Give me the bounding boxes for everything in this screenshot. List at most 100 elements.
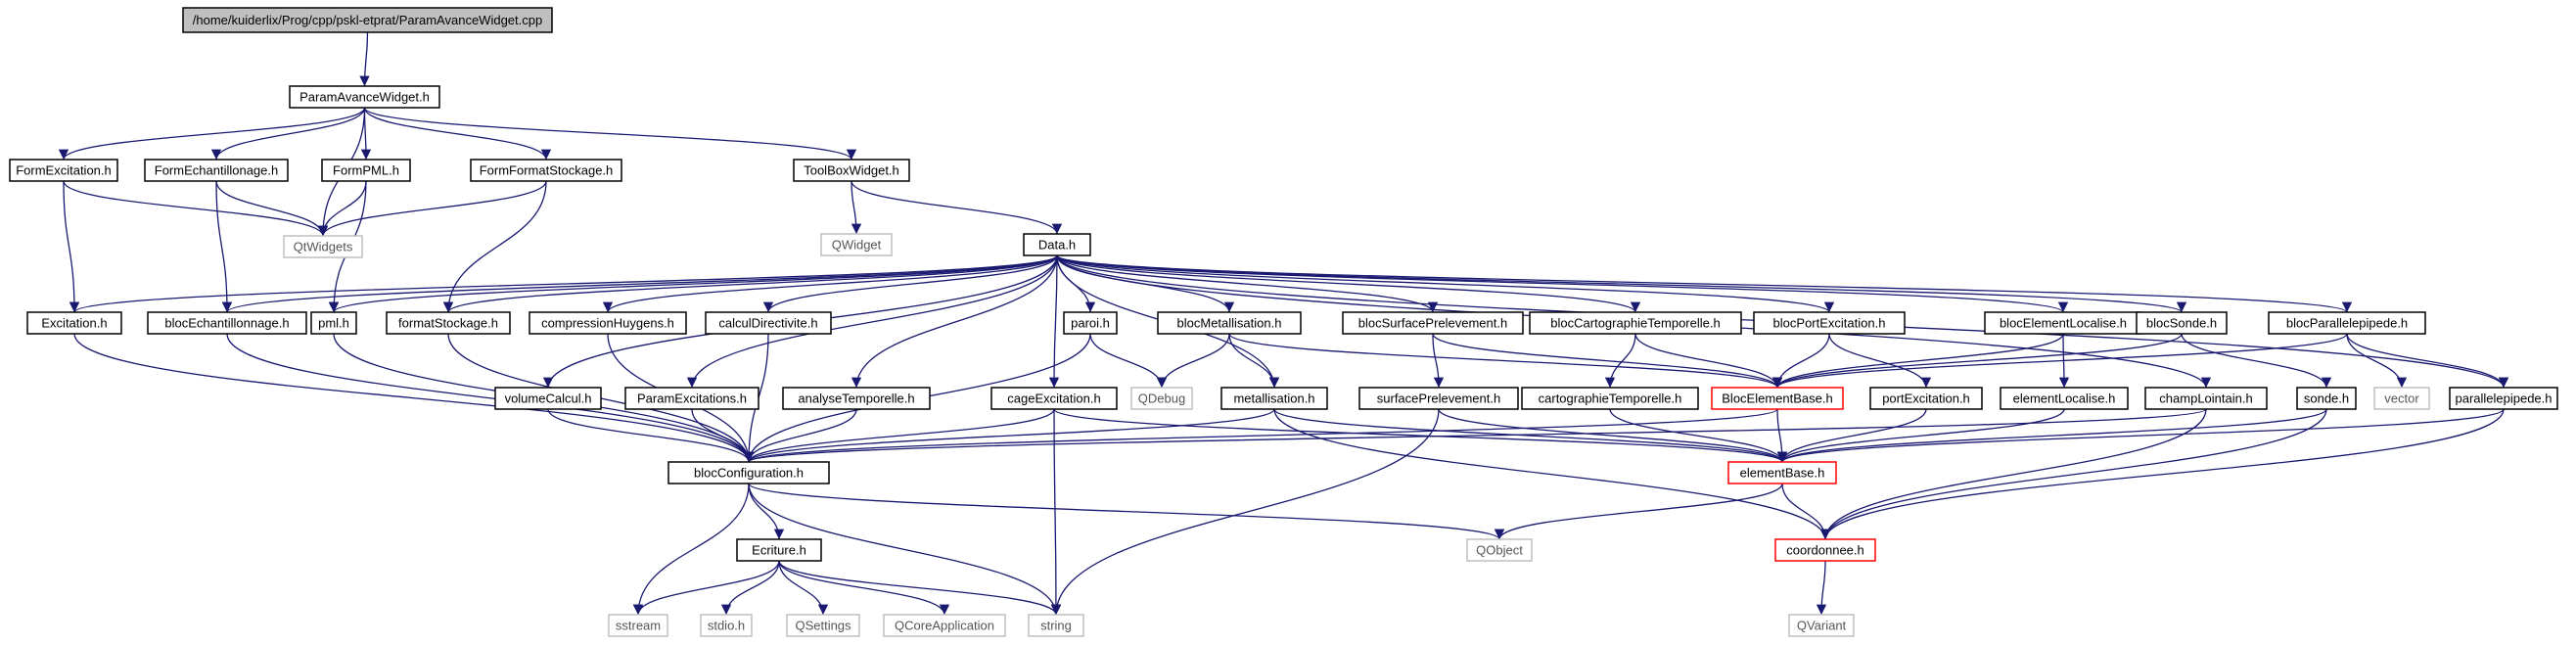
node-label: QCoreApplication (895, 619, 994, 633)
node-box (2373, 387, 2430, 410)
node-label: volumeCalcul.h (505, 392, 592, 406)
node-box (1220, 387, 1328, 410)
edge-blocech-to-blocconf (226, 333, 755, 463)
node-label: cageExcitation.h (1007, 392, 1100, 406)
edge-root-to-pawh (359, 31, 370, 87)
edge-metal-to-blocconf (744, 408, 1275, 463)
node-datah: Data.h (1023, 233, 1091, 256)
edge-ecriture-to-qcoreapp (778, 560, 950, 616)
node-label: blocCartographieTemporelle.h (1550, 316, 1720, 331)
edge-cageexc-to-string (1050, 408, 1062, 616)
node-label: QVariant (1797, 619, 1847, 633)
node-vector: vector (2373, 387, 2430, 410)
node-label: metallisation.h (1233, 392, 1314, 406)
node-qcoreapp: QCoreApplication (883, 614, 1006, 637)
node-box (786, 614, 860, 637)
node-box (2000, 387, 2129, 410)
node-box (736, 538, 822, 562)
node-box (283, 235, 363, 258)
edge-pawh-to-formexc (58, 107, 366, 161)
node-analtemp: analyseTemporelle.h (782, 387, 931, 410)
node-label: ParamAvanceWidget.h (299, 90, 430, 105)
edge-blocmet-to-qdebug (1156, 333, 1230, 389)
node-box (1788, 614, 1855, 637)
node-champ: champLointain.h (2144, 387, 2268, 410)
edge-datah-to-blocsonde (1056, 254, 2186, 313)
node-label: champLointain.h (2159, 392, 2252, 406)
edge-bloccarto-to-blocelembase (1634, 333, 1783, 389)
edge-surfprel-to-elembase (1438, 408, 1788, 463)
edge-pawh-to-formech (210, 107, 366, 161)
node-qdebug: QDebug (1130, 387, 1193, 410)
edge-blocelembase-to-elembase (1776, 408, 1788, 463)
node-formfmt: FormFormatStockage.h (470, 159, 622, 182)
node-box (2136, 311, 2228, 335)
node-box (182, 7, 553, 33)
node-volcalc: volumeCalcul.h (494, 387, 602, 410)
node-box (321, 159, 411, 182)
edge-formexc-to-qtwidgets (63, 180, 329, 237)
node-metal: metallisation.h (1220, 387, 1328, 410)
node-box (990, 387, 1118, 410)
edge-volcalc-to-blocconf (547, 408, 755, 463)
node-label: blocMetallisation.h (1177, 316, 1282, 331)
node-qwidget: QWidget (820, 233, 893, 256)
node-sstream: sstream (608, 614, 668, 637)
edge-blocport-to-blocelembase (1771, 333, 1830, 389)
node-label: sonde.h (2304, 392, 2349, 406)
node-blocech: blocEchantillonnage.h (147, 311, 307, 335)
node-paramexc: ParamExcitations.h (624, 387, 759, 410)
node-box (667, 461, 830, 484)
node-label: coordonnee.h (1786, 543, 1864, 558)
edge-datah-to-blocelemloc (1056, 254, 2068, 313)
node-label: paroi.h (1071, 316, 1110, 331)
node-box (1466, 538, 1533, 562)
node-box (782, 387, 931, 410)
node-ecriture: Ecriture.h (736, 538, 822, 562)
node-box (494, 387, 602, 410)
node-box (1063, 311, 1118, 335)
edge-cageexc-to-elembase (1053, 408, 1787, 463)
edge-datah-to-comphuy (602, 254, 1058, 313)
node-label: QObject (1476, 543, 1523, 558)
edge-champ-to-blocconf (744, 408, 2207, 463)
edge-blocport-to-portexc (1828, 333, 1932, 389)
edge-portexc-to-elembase (1776, 408, 1927, 463)
node-root: /home/kuiderlix/Prog/cpp/pskl-etprat/Par… (182, 7, 553, 33)
edge-ecriture-to-stdio (720, 560, 780, 616)
edge-pawh-to-formfmt (363, 107, 552, 161)
node-label: FormEchantillonage.h (155, 163, 278, 178)
node-box (705, 311, 832, 335)
node-formexc: FormExcitation.h (9, 159, 118, 182)
node-label: QWidget (832, 238, 882, 253)
edge-datah-to-cageexc (1048, 254, 1060, 389)
node-string: string (1028, 614, 1084, 637)
edge-bloccarto-to-cartotemp (1604, 333, 1636, 389)
node-blocpara: blocParallelepipede.h (2268, 311, 2426, 335)
edge-blocpara-to-vector (2346, 333, 2408, 389)
node-formech: FormEchantillonage.h (144, 159, 289, 182)
node-box (289, 85, 440, 109)
node-elembase: elementBase.h (1727, 461, 1837, 484)
node-parallel: parallelepipede.h (2449, 387, 2558, 410)
node-blocsonde: blocSonde.h (2136, 311, 2228, 335)
edge-datah-to-formatstock (443, 254, 1058, 313)
edge-parallel-to-elembase (1777, 408, 2505, 463)
node-box (820, 233, 893, 256)
node-box (386, 311, 511, 335)
edge-datah-to-blocech (222, 254, 1058, 313)
node-box (1028, 614, 1084, 637)
node-label: BlocElementBase.h (1722, 392, 1832, 406)
edge-metal-to-elembase (1273, 408, 1787, 463)
edge-blocconf-to-string (748, 483, 1062, 616)
node-label: sstream (616, 619, 661, 633)
node-box (2144, 387, 2268, 410)
edge-blocsurf-to-blocelembase (1432, 333, 1783, 389)
node-label: stdio.h (708, 619, 745, 633)
node-label: blocElementLocalise.h (2000, 316, 2127, 331)
node-label: blocSurfacePrelevement.h (1358, 316, 1507, 331)
node-box (1023, 233, 1091, 256)
node-box (2268, 311, 2426, 335)
node-calcdir: calculDirectivite.h (705, 311, 832, 335)
